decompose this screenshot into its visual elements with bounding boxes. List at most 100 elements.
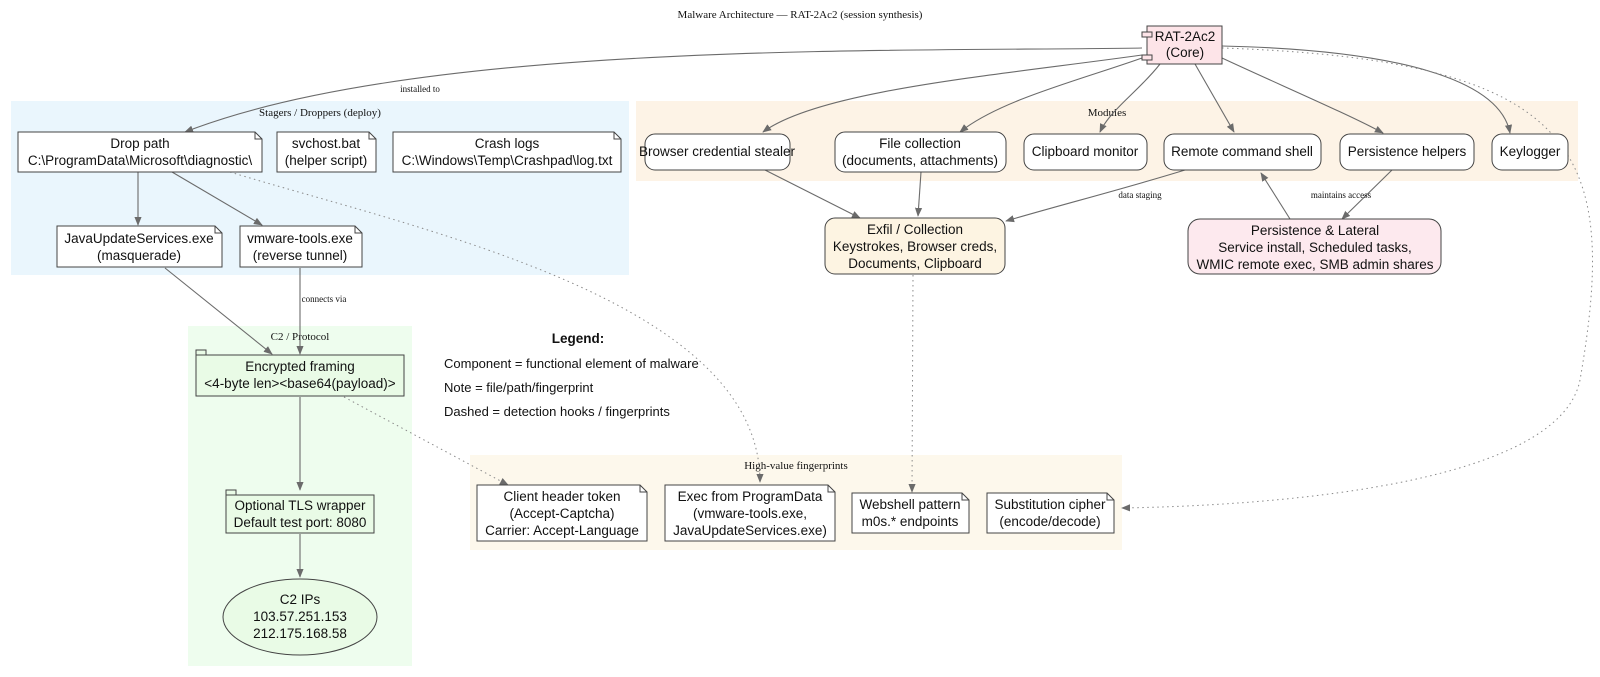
legend-item: Note = file/path/fingerprint (444, 380, 594, 395)
node-exfil-line-2: Keystrokes, Browser creds, (833, 239, 997, 254)
node-svchost: svchost.bat (helper script) (276, 131, 377, 173)
legend: Legend: Component = functional element o… (444, 331, 699, 419)
edge-core-persistencehelpers (1221, 57, 1384, 134)
module-box (1339, 133, 1475, 171)
node-exec-programdata-line-3: JavaUpdateServices.exe) (673, 523, 827, 538)
node-vmware-line-1: vmware-tools.exe (247, 231, 353, 246)
node-vmware: vmware-tools.exe (reverse tunnel) (239, 225, 363, 268)
node-framing-line-2: <4-byte len><base64(payload)> (204, 376, 396, 391)
exfil-box (824, 217, 1006, 275)
note-shape (986, 492, 1115, 534)
edge-core-keylogger (1221, 45, 1513, 134)
node-keylogger-label: Keylogger (1500, 144, 1561, 159)
module-box (1023, 133, 1148, 171)
node-clipboard-monitor: Clipboard monitor (1023, 133, 1148, 171)
node-persist-lateral-line-2: Service install, Scheduled tasks, (1218, 240, 1412, 255)
node-subst-cipher: Substitution cipher (encode/decode) (986, 492, 1115, 534)
note-shape (276, 131, 377, 173)
edge-droppath-vmware (171, 171, 263, 226)
cluster-fingerprints-label: High-value fingerprints (744, 460, 848, 472)
node-core-box (1146, 25, 1223, 65)
note-fold (639, 485, 647, 493)
note-shape (476, 484, 648, 542)
node-client-header: Client header token (Accept-Captcha) Car… (476, 484, 648, 542)
node-subst-cipher-line-2: (encode/decode) (999, 514, 1100, 529)
edge-filecollection-exfil (914, 171, 923, 217)
node-svchost-line-2: (helper script) (285, 153, 368, 168)
framing-box (195, 354, 405, 397)
note-fold (1106, 493, 1114, 501)
component-tab-bottom (1141, 54, 1153, 61)
node-client-header-line-3: Carrier: Accept-Language (485, 523, 639, 538)
node-framing-line-1: Encrypted framing (245, 359, 355, 374)
node-persistence-helpers-label: Persistence helpers (1348, 144, 1467, 159)
edge-framing-clientheader (343, 396, 509, 486)
node-c2-ips: C2 IPs 103.57.251.153 212.175.168.58 (222, 578, 378, 656)
component-tab-top (1141, 31, 1153, 38)
cluster-stagers-label: Stagers / Droppers (deploy) (259, 107, 381, 119)
note-fold (254, 132, 262, 140)
note-shape (239, 225, 363, 268)
edge-remoteshell-exfil (1005, 169, 1186, 223)
node-webshell-line-1: Webshell pattern (859, 497, 960, 512)
node-exec-programdata-line-1: Exec from ProgramData (678, 489, 823, 504)
node-exec-programdata: Exec from ProgramData (vmware-tools.exe,… (664, 484, 836, 542)
node-drop-path-line-1: Drop path (110, 136, 169, 151)
edge-label-installed-to: installed to (400, 84, 440, 94)
note-fold (827, 485, 835, 493)
node-persist-lateral: Persistence & Lateral Service install, S… (1187, 218, 1442, 275)
node-browser-label: Browser credential stealer (639, 144, 796, 159)
node-core-line-1: RAT-2Ac2 (1155, 29, 1216, 44)
edge-browser-exfil (764, 169, 861, 219)
note-fold (214, 226, 222, 234)
node-c2-ips-line-3: 212.175.168.58 (253, 626, 347, 641)
module-box (644, 133, 791, 171)
node-framing: Encrypted framing <4-byte len><base64(pa… (195, 349, 405, 397)
node-drop-path-line-2: C:\ProgramData\Microsoft\diagnostic\ (28, 153, 253, 168)
node-persist-lateral-line-3: WMIC remote exec, SMB admin shares (1196, 257, 1433, 272)
edge-core-clipboard (1099, 63, 1161, 133)
edge-label-connects-via: connects via (302, 294, 347, 304)
node-exec-programdata-line-2: (vmware-tools.exe, (693, 506, 807, 521)
node-clipboard-label: Clipboard monitor (1032, 144, 1139, 159)
node-client-header-line-2: (Accept-Captcha) (509, 506, 614, 521)
note-fold (354, 226, 362, 234)
legend-item: Dashed = detection hooks / fingerprints (444, 404, 670, 419)
node-tls-line-1: Optional TLS wrapper (234, 498, 366, 513)
note-shape (851, 492, 970, 534)
node-webshell-line-2: m0s.* endpoints (862, 514, 959, 529)
node-tls: Optional TLS wrapper Default test port: … (225, 489, 375, 534)
legend-item: Component = functional element of malwar… (444, 356, 699, 371)
persist-lateral-box (1187, 218, 1442, 275)
edge-java-framing (164, 267, 273, 355)
node-subst-cipher-line-1: Substitution cipher (994, 497, 1106, 512)
node-vmware-line-2: (reverse tunnel) (253, 248, 348, 263)
node-c2-ips-line-1: C2 IPs (280, 592, 321, 607)
edge-persistencehelpers-persistlateral (1341, 169, 1393, 220)
module-box (1163, 133, 1322, 171)
node-file-collection-line-1: File collection (879, 136, 961, 151)
node-keylogger: Keylogger (1491, 133, 1569, 171)
edge-core-remoteshell (1194, 63, 1235, 133)
edge-persistlateral-remoteshell (1260, 172, 1291, 220)
framing-tab (195, 349, 207, 356)
node-webshell: Webshell pattern m0s.* endpoints (851, 492, 970, 534)
edge-exfil-webshell (908, 274, 916, 493)
node-exfil-line-1: Exfil / Collection (867, 222, 963, 237)
note-shape (56, 225, 223, 268)
module-box (1491, 133, 1569, 171)
node-persist-lateral-line-1: Persistence & Lateral (1251, 223, 1379, 238)
node-client-header-line-1: Client header token (503, 489, 620, 504)
node-remote-shell: Remote command shell (1163, 133, 1322, 171)
node-crash-logs-line-2: C:\Windows\Temp\Crashpad\log.txt (402, 153, 613, 168)
edge-label-maintains-access: maintains access (1311, 190, 1372, 200)
node-svchost-line-1: svchost.bat (292, 136, 361, 151)
edge-core-filecollection (959, 57, 1143, 133)
node-tls-line-2: Default test port: 8080 (234, 515, 367, 530)
note-shape (17, 131, 263, 173)
node-remote-shell-label: Remote command shell (1171, 144, 1313, 159)
module-box (834, 131, 1007, 173)
dotted-edges (229, 47, 1593, 512)
node-exfil: Exfil / Collection Keystrokes, Browser c… (824, 217, 1006, 275)
